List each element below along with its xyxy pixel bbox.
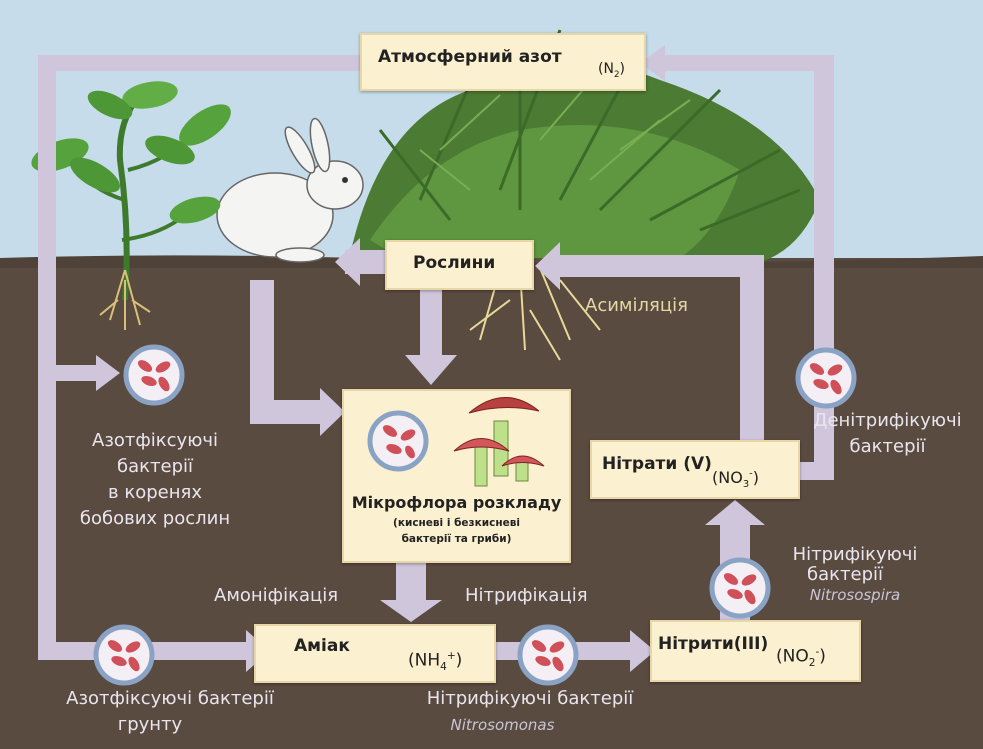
nitrites-title: Нітрити(III) xyxy=(658,634,768,654)
microflora-title: Мікрофлора розкладу xyxy=(344,493,569,512)
atmospheric-nitrogen-title: Атмосферний азот xyxy=(378,47,562,67)
node-plants: Рослини xyxy=(385,240,534,290)
legume-bacteria-label: Азотфіксуючі бактерії в коренях бобових … xyxy=(55,428,255,532)
nitrosospira-label: Нітрифікуючі бактерії Nitrosospira xyxy=(770,545,940,605)
microflora-note-line2: бактерії та гриби) xyxy=(344,533,569,545)
soil-bacteria-label: Азотфіксуючі бактерії грунту xyxy=(20,686,320,738)
node-nitrites: Нітрити(III) (NO2-) xyxy=(650,620,861,682)
node-nitrates: Нітрати (V) (NO3-) xyxy=(590,440,800,499)
nitrosomonas-bacteria-circle xyxy=(520,627,576,683)
microflora-bacteria-icon xyxy=(370,413,426,469)
mushroom-icon xyxy=(454,397,544,486)
ammonia-formula: (NH4+) xyxy=(408,650,462,673)
denitrifying-label: Денітрифікуючі бактерії xyxy=(795,408,980,460)
nitrates-formula: (NO3-) xyxy=(712,468,759,490)
nitrosomonas-label: Нітрифікуючі бактерії Nitrosomonas xyxy=(395,686,665,738)
soil-bacteria-circle xyxy=(96,627,152,683)
nitrification-label: Нітрифікація xyxy=(465,583,588,609)
microflora-note-line1: (кисневі і безкисневі xyxy=(344,517,569,529)
node-ammonia: Аміак (NH4+) xyxy=(254,624,496,683)
denitrifying-bacteria-circle xyxy=(798,350,854,406)
assimilation-label: Асиміляція xyxy=(585,293,688,319)
nitrates-title: Нітрати (V) xyxy=(602,454,712,474)
plants-title: Рослини xyxy=(413,253,495,273)
ammonia-title: Аміак xyxy=(294,636,350,656)
node-atmospheric-nitrogen: Атмосферний азот (N2) xyxy=(360,33,646,91)
legume-bacteria-circle xyxy=(126,347,182,403)
nitrites-formula: (NO2-) xyxy=(776,646,826,669)
ammonification-label: Амоніфікація xyxy=(214,583,338,609)
atmospheric-nitrogen-formula: (N2) xyxy=(598,61,625,80)
node-microflora: Мікрофлора розкладу (кисневі і безкиснев… xyxy=(342,389,571,563)
